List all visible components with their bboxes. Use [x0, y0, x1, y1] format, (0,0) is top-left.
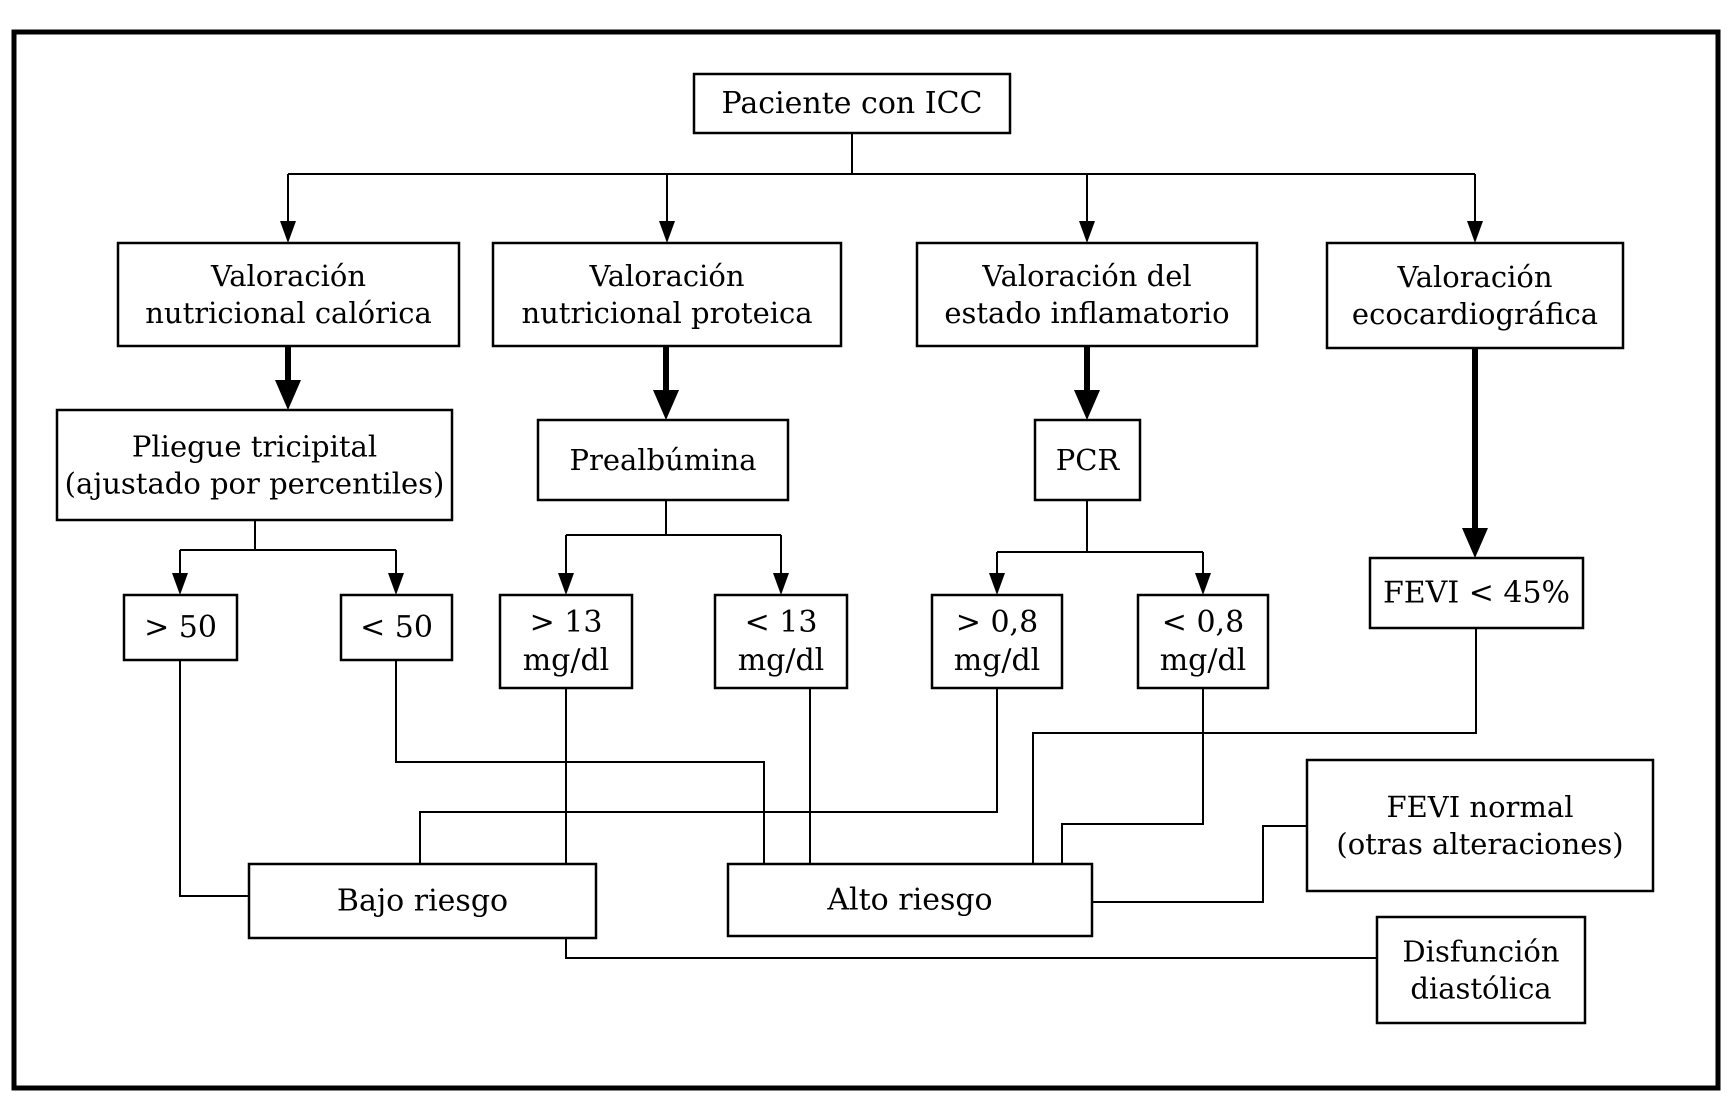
node-lt50: < 50	[339, 593, 454, 662]
arrow-inflamatorio-pcr	[1074, 346, 1100, 420]
node-pliegue-label: Pliegue tricipital(ajustado por percenti…	[65, 430, 445, 501]
node-val-calorica-box	[116, 241, 461, 348]
node-pliegue-box	[55, 408, 454, 522]
drop-lt50-arrowhead	[388, 573, 404, 595]
node-bajo-riesgo: Bajo riesgo	[247, 862, 598, 940]
drop-gt08-arrowhead	[989, 573, 1005, 595]
drop-lt13	[773, 535, 789, 595]
node-gt13-box	[498, 593, 634, 690]
node-prealbumina: Prealbúmina	[536, 418, 790, 502]
drop-val-inflamatorio-arrowhead	[1079, 221, 1095, 243]
node-fevi45: FEVI < 45%	[1368, 556, 1585, 630]
node-pcr: PCR	[1033, 418, 1142, 502]
node-gt50-box	[122, 593, 239, 662]
node-pcr-label: PCR	[1056, 443, 1121, 477]
node-alto-riesgo-label: Alto riesgo	[826, 883, 992, 918]
node-fevi45-label: FEVI < 45%	[1383, 576, 1570, 611]
node-alto-riesgo: Alto riesgo	[726, 862, 1094, 938]
node-paciente-box	[692, 72, 1012, 135]
node-val-proteica-box	[491, 241, 843, 348]
node-gt50: > 50	[122, 593, 239, 662]
node-lt50-box	[339, 593, 454, 662]
drop-val-inflamatorio	[1079, 174, 1095, 243]
node-val-inflamatorio-box	[915, 241, 1259, 348]
drop-lt08-arrowhead	[1195, 573, 1211, 595]
drop-val-proteica	[659, 174, 675, 243]
node-paciente: Paciente con ICC	[692, 72, 1012, 135]
link-bajo-disfuncion	[565, 938, 1377, 959]
drop-gt50-arrowhead	[172, 573, 188, 595]
node-alto-riesgo-box	[726, 862, 1094, 938]
link-lt08-alto	[1061, 688, 1204, 864]
node-val-eco-box	[1325, 241, 1625, 350]
node-prealbumina-label: Prealbúmina	[569, 443, 756, 477]
node-lt50-label: < 50	[360, 610, 433, 645]
node-bajo-riesgo-box	[247, 862, 598, 940]
drop-lt50	[388, 550, 404, 595]
drop-lt08	[1195, 552, 1211, 595]
node-lt08-box	[1136, 593, 1270, 690]
node-fevi-normal: FEVI normal(otras alteraciones)	[1305, 758, 1655, 893]
arrow-calorica-pliegue-arrowhead	[275, 380, 301, 410]
link-gt50-bajo	[179, 660, 249, 897]
drop-lt13-arrowhead	[773, 573, 789, 595]
arrow-proteica-prealbumina	[653, 346, 679, 420]
arrow-inflamatorio-pcr-arrowhead	[1074, 390, 1100, 420]
drop-val-eco	[1467, 174, 1483, 243]
link-gt08-bajo	[419, 688, 998, 864]
arrow-eco-fevi45	[1462, 348, 1488, 558]
node-pliegue: Pliegue tricipital(ajustado por percenti…	[55, 408, 454, 522]
node-lt13-box	[713, 593, 849, 690]
figure-border	[11, 29, 1721, 1091]
drop-val-calorica-arrowhead	[280, 221, 296, 243]
drop-val-eco-arrowhead	[1467, 221, 1483, 243]
drop-val-proteica-arrowhead	[659, 221, 675, 243]
node-disfuncion-box	[1375, 915, 1587, 1025]
drop-val-calorica	[280, 174, 296, 243]
drop-gt50	[172, 550, 188, 595]
node-bajo-riesgo-label: Bajo riesgo	[337, 884, 508, 919]
node-pcr-box	[1033, 418, 1142, 502]
arrow-calorica-pliegue	[275, 346, 301, 410]
drop-gt13	[558, 535, 574, 595]
node-fevi45-box	[1368, 556, 1585, 630]
link-lt50-alto	[395, 660, 765, 864]
drop-gt08	[989, 552, 1005, 595]
node-fevi-normal-box	[1305, 758, 1655, 893]
drop-gt13-arrowhead	[558, 573, 574, 595]
link-alto-fevinormal	[1092, 825, 1307, 903]
node-paciente-label: Paciente con ICC	[721, 86, 982, 121]
link-fevi45-alto	[1032, 628, 1477, 864]
arrow-proteica-prealbumina-arrowhead	[653, 390, 679, 420]
node-fevi-normal-label: FEVI normal(otras alteraciones)	[1336, 790, 1623, 861]
arrow-eco-fevi45-arrowhead	[1462, 528, 1488, 558]
node-gt08-box	[930, 593, 1064, 690]
node-gt50-label: > 50	[144, 610, 217, 645]
node-prealbumina-box	[536, 418, 790, 502]
